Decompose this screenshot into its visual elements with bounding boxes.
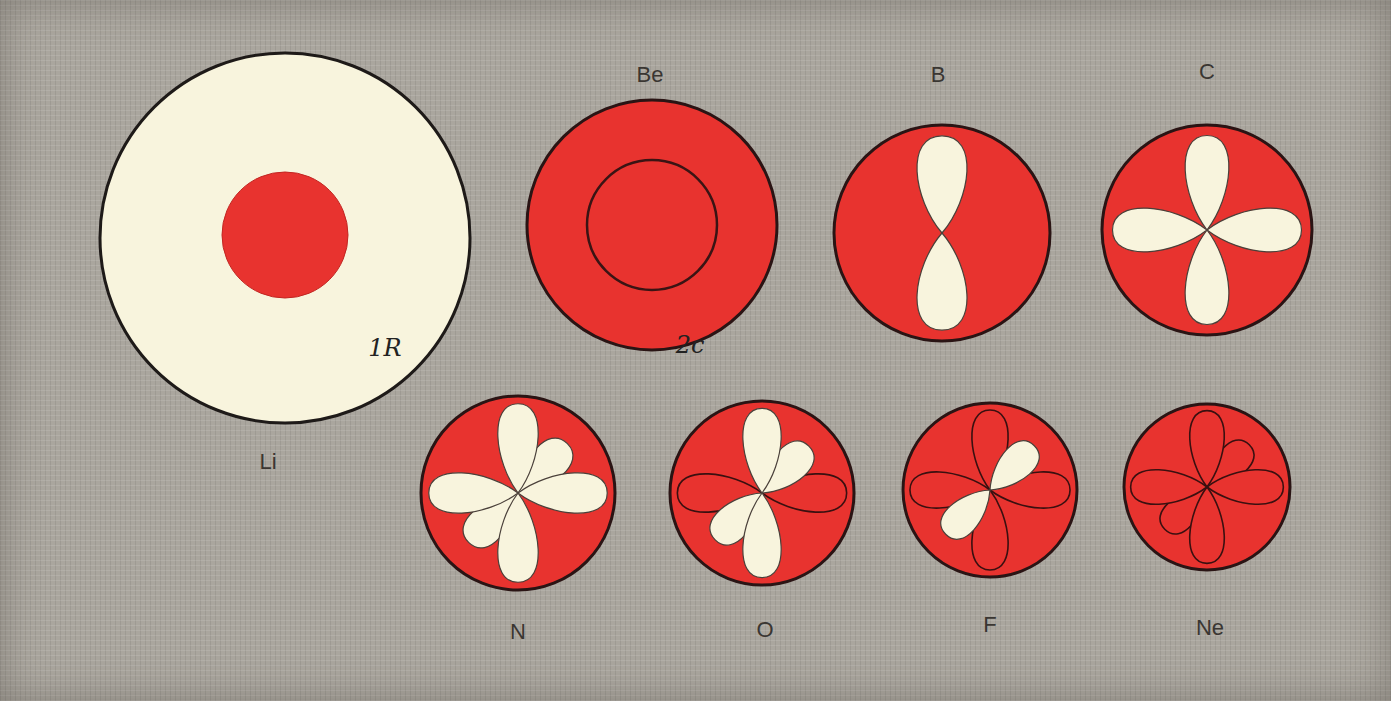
orbital-group [100, 53, 470, 423]
filled-lobe [1190, 411, 1225, 487]
atom-circle: Li1R [96, 49, 474, 427]
orbital-group [527, 100, 777, 350]
filled-lobe [1131, 470, 1207, 505]
open-lobe [934, 478, 1002, 546]
atom-circle: Be2c [523, 96, 781, 354]
inner-ring [587, 160, 717, 290]
orbital-drawing [523, 96, 781, 354]
outer-shell [100, 53, 470, 423]
open-lobe [1185, 136, 1229, 231]
open-lobe [917, 233, 967, 330]
orbital-group [1124, 404, 1290, 570]
open-lobe [498, 493, 538, 582]
filled-lobe [1207, 470, 1283, 505]
element-symbol: B [931, 64, 946, 86]
element-symbol: C [1199, 61, 1215, 83]
orbital-drawing [899, 399, 1081, 581]
open-lobe [498, 404, 538, 493]
handwritten-note: 2c [676, 333, 705, 357]
filled-lobe [1190, 487, 1225, 563]
element-symbol: Be [637, 64, 664, 86]
element-symbol: Ne [1196, 617, 1224, 639]
atom-circle: C [1098, 121, 1316, 339]
open-lobe [518, 473, 607, 513]
orbital-group [421, 396, 615, 590]
element-symbol: N [510, 621, 526, 643]
outer-shell [1124, 404, 1290, 570]
outer-shell [670, 401, 854, 585]
element-symbol: Li [259, 451, 276, 473]
open-lobe [1207, 208, 1302, 252]
orbital-group [834, 125, 1050, 341]
orbital-group [1102, 125, 1312, 335]
atom-circle: O [666, 397, 858, 589]
atom-circle: F [899, 399, 1081, 581]
open-lobe [1185, 230, 1229, 325]
orbital-drawing [96, 49, 474, 427]
orbital-drawing [1098, 121, 1316, 339]
orbital-group [670, 401, 854, 585]
outer-shell [527, 100, 777, 350]
atom-circle: B [830, 121, 1054, 345]
element-symbol: O [756, 619, 773, 641]
orbital-drawing [830, 121, 1054, 345]
outer-shell [834, 125, 1050, 341]
atom-circle: Ne [1120, 400, 1294, 574]
orbital-drawing [666, 397, 858, 589]
orbital-drawing [1120, 400, 1294, 574]
open-lobe [743, 408, 781, 493]
orbital-drawing [417, 392, 619, 594]
outer-shell [1102, 125, 1312, 335]
inner-core [222, 172, 348, 298]
orbital-group [903, 403, 1077, 577]
open-lobe [429, 473, 518, 513]
handwritten-note: 1R [368, 336, 401, 360]
outer-shell [903, 403, 1077, 577]
open-lobe [1113, 208, 1208, 252]
open-lobe [917, 136, 967, 233]
outer-shell [421, 396, 615, 590]
element-symbol: F [983, 614, 996, 636]
atom-circle: N [417, 392, 619, 594]
open-lobe [743, 493, 781, 578]
